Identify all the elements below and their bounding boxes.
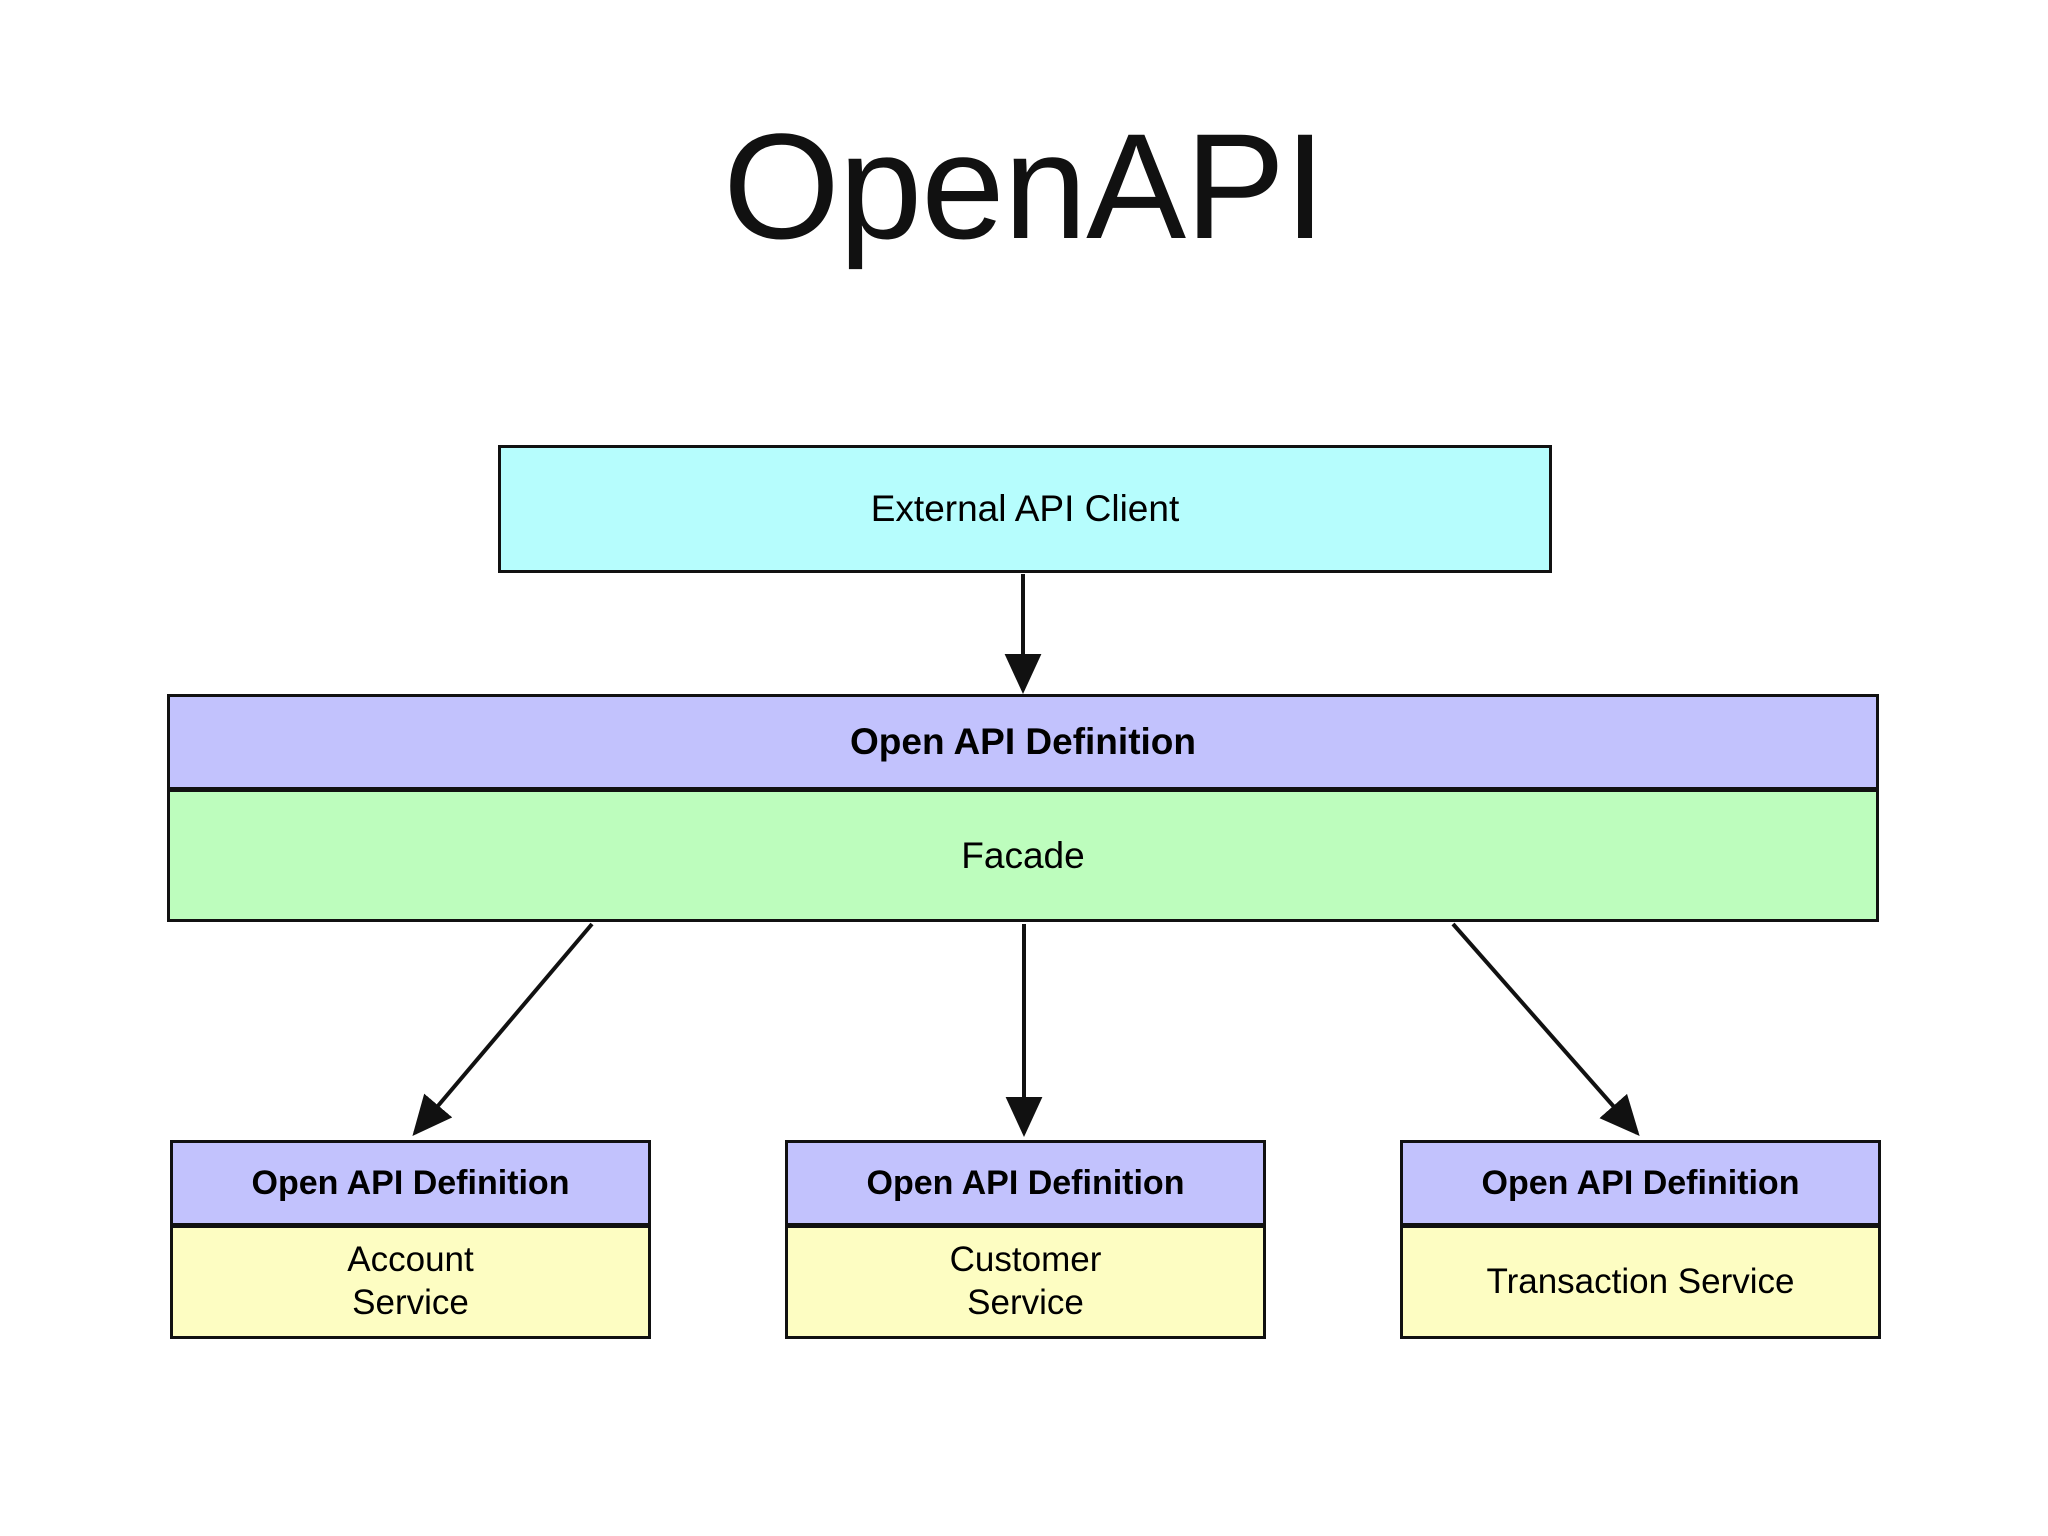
node-account-service-label: Account Service bbox=[170, 1225, 651, 1339]
node-facade-label: Facade bbox=[167, 789, 1879, 922]
node-account-service[interactable]: Open API Definition Account Service bbox=[170, 1140, 651, 1339]
node-transaction-service-label: Transaction Service bbox=[1400, 1225, 1881, 1339]
node-account-service-definition-header: Open API Definition bbox=[170, 1140, 651, 1226]
node-customer-service[interactable]: Open API Definition Customer Service bbox=[785, 1140, 1266, 1339]
node-external-api-client[interactable]: External API Client bbox=[498, 445, 1552, 573]
node-transaction-service-definition-header: Open API Definition bbox=[1400, 1140, 1881, 1226]
node-transaction-service[interactable]: Open API Definition Transaction Service bbox=[1400, 1140, 1881, 1339]
node-facade-definition-header: Open API Definition bbox=[167, 694, 1879, 790]
node-external-api-client-label: External API Client bbox=[870, 488, 1180, 530]
node-customer-service-definition-header: Open API Definition bbox=[785, 1140, 1266, 1226]
node-facade[interactable]: Open API Definition Facade bbox=[167, 694, 1879, 922]
edge-facade-to-transaction-service bbox=[1451, 922, 1640, 1137]
node-customer-service-label: Customer Service bbox=[785, 1225, 1266, 1339]
page-title: OpenAPI bbox=[723, 102, 1326, 270]
edge-facade-to-account-service bbox=[412, 922, 594, 1137]
